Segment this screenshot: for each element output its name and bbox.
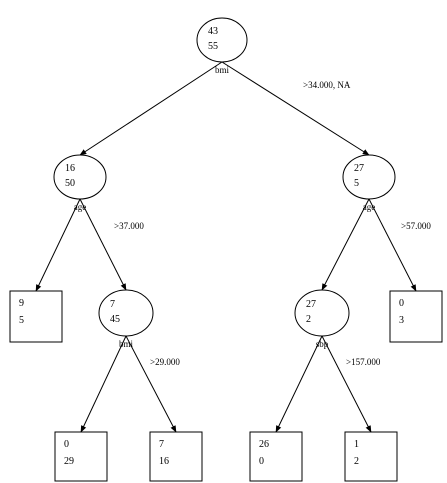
leaf-node-n11: 12 <box>344 431 398 482</box>
split-variable-label: age <box>74 202 87 212</box>
split-variable-label: age <box>363 202 376 212</box>
leaf-node-n10: 26 0 <box>249 431 303 482</box>
node-count-class-1: 16 <box>159 456 169 467</box>
node-count-class-1: 29 <box>64 456 74 467</box>
node-count-class-0: 0 <box>64 439 69 450</box>
edge-n6-n10 <box>275 335 323 433</box>
node-count-class-1: 0 <box>259 456 264 467</box>
edge-label: >34.000, NA <box>303 80 351 90</box>
node-count-class-1: 3 <box>399 315 404 326</box>
split-node-ellipse <box>196 17 248 63</box>
split-node-n1: 43 55 bmi <box>196 17 248 75</box>
edge-n1-n2 <box>79 61 223 156</box>
edge-label: >37.000 <box>114 221 144 231</box>
split-variable-label: sbp <box>316 339 329 349</box>
node-count-class-0: 43 <box>208 26 218 37</box>
leaf-node-n8: 0 29 <box>54 431 108 482</box>
split-node-n3: 27 5 age <box>342 154 396 212</box>
edge-label: >29.000 <box>150 357 180 367</box>
node-count-class-0: 0 <box>399 298 404 309</box>
edge-label: >57.000 <box>401 221 431 231</box>
node-count-class-0: 27 <box>354 163 364 174</box>
node-count-class-0: 7 <box>110 299 115 310</box>
leaf-node-box <box>389 290 443 343</box>
leaf-node-box <box>249 431 303 482</box>
node-count-class-1: 2 <box>354 456 359 467</box>
node-count-class-1: 2 <box>306 314 311 325</box>
leaf-node-box <box>54 431 108 482</box>
node-count-class-0: 26 <box>259 439 269 450</box>
node-count-class-0: 27 <box>306 299 316 310</box>
node-count-class-1: 5 <box>354 178 359 189</box>
split-node-ellipse <box>342 154 396 200</box>
leaf-node-n4: 95 <box>9 290 63 343</box>
leaf-node-box <box>344 431 398 482</box>
node-count-class-1: 55 <box>208 41 218 52</box>
leaf-node-box <box>9 290 63 343</box>
split-node-n2: 16 50 age <box>53 154 107 212</box>
split-node-n5: 7 45 bmi <box>98 289 154 349</box>
node-count-class-1: 50 <box>65 178 75 189</box>
node-count-class-1: 45 <box>110 314 120 325</box>
node-count-class-1: 5 <box>19 315 24 326</box>
edge-n2-n5 <box>79 198 127 291</box>
node-count-class-0: 9 <box>19 298 24 309</box>
edge-label: >157.000 <box>346 357 381 367</box>
split-node-ellipse <box>53 154 107 200</box>
node-count-class-0: 16 <box>65 163 75 174</box>
edge-n5-n8 <box>80 335 127 433</box>
leaf-node-n7: 03 <box>389 290 443 343</box>
split-node-n6: 27 2 sbp <box>294 289 350 349</box>
leaf-node-n9: 7 16 <box>149 431 203 482</box>
split-variable-label: bmi <box>119 339 134 349</box>
leaf-node-box <box>149 431 203 482</box>
split-node-ellipse <box>98 289 154 337</box>
edge-n6-n11 <box>321 335 372 433</box>
node-count-class-0: 1 <box>354 439 359 450</box>
node-count-class-0: 7 <box>159 439 164 450</box>
edge-n1-n3 <box>221 61 370 156</box>
split-variable-label: bmi <box>215 65 230 75</box>
edge-n5-n9 <box>125 335 177 433</box>
edge-n2-n4 <box>35 198 81 292</box>
split-node-ellipse <box>294 289 350 337</box>
edge-n3-n7 <box>368 198 417 292</box>
edge-n3-n6 <box>321 198 370 291</box>
